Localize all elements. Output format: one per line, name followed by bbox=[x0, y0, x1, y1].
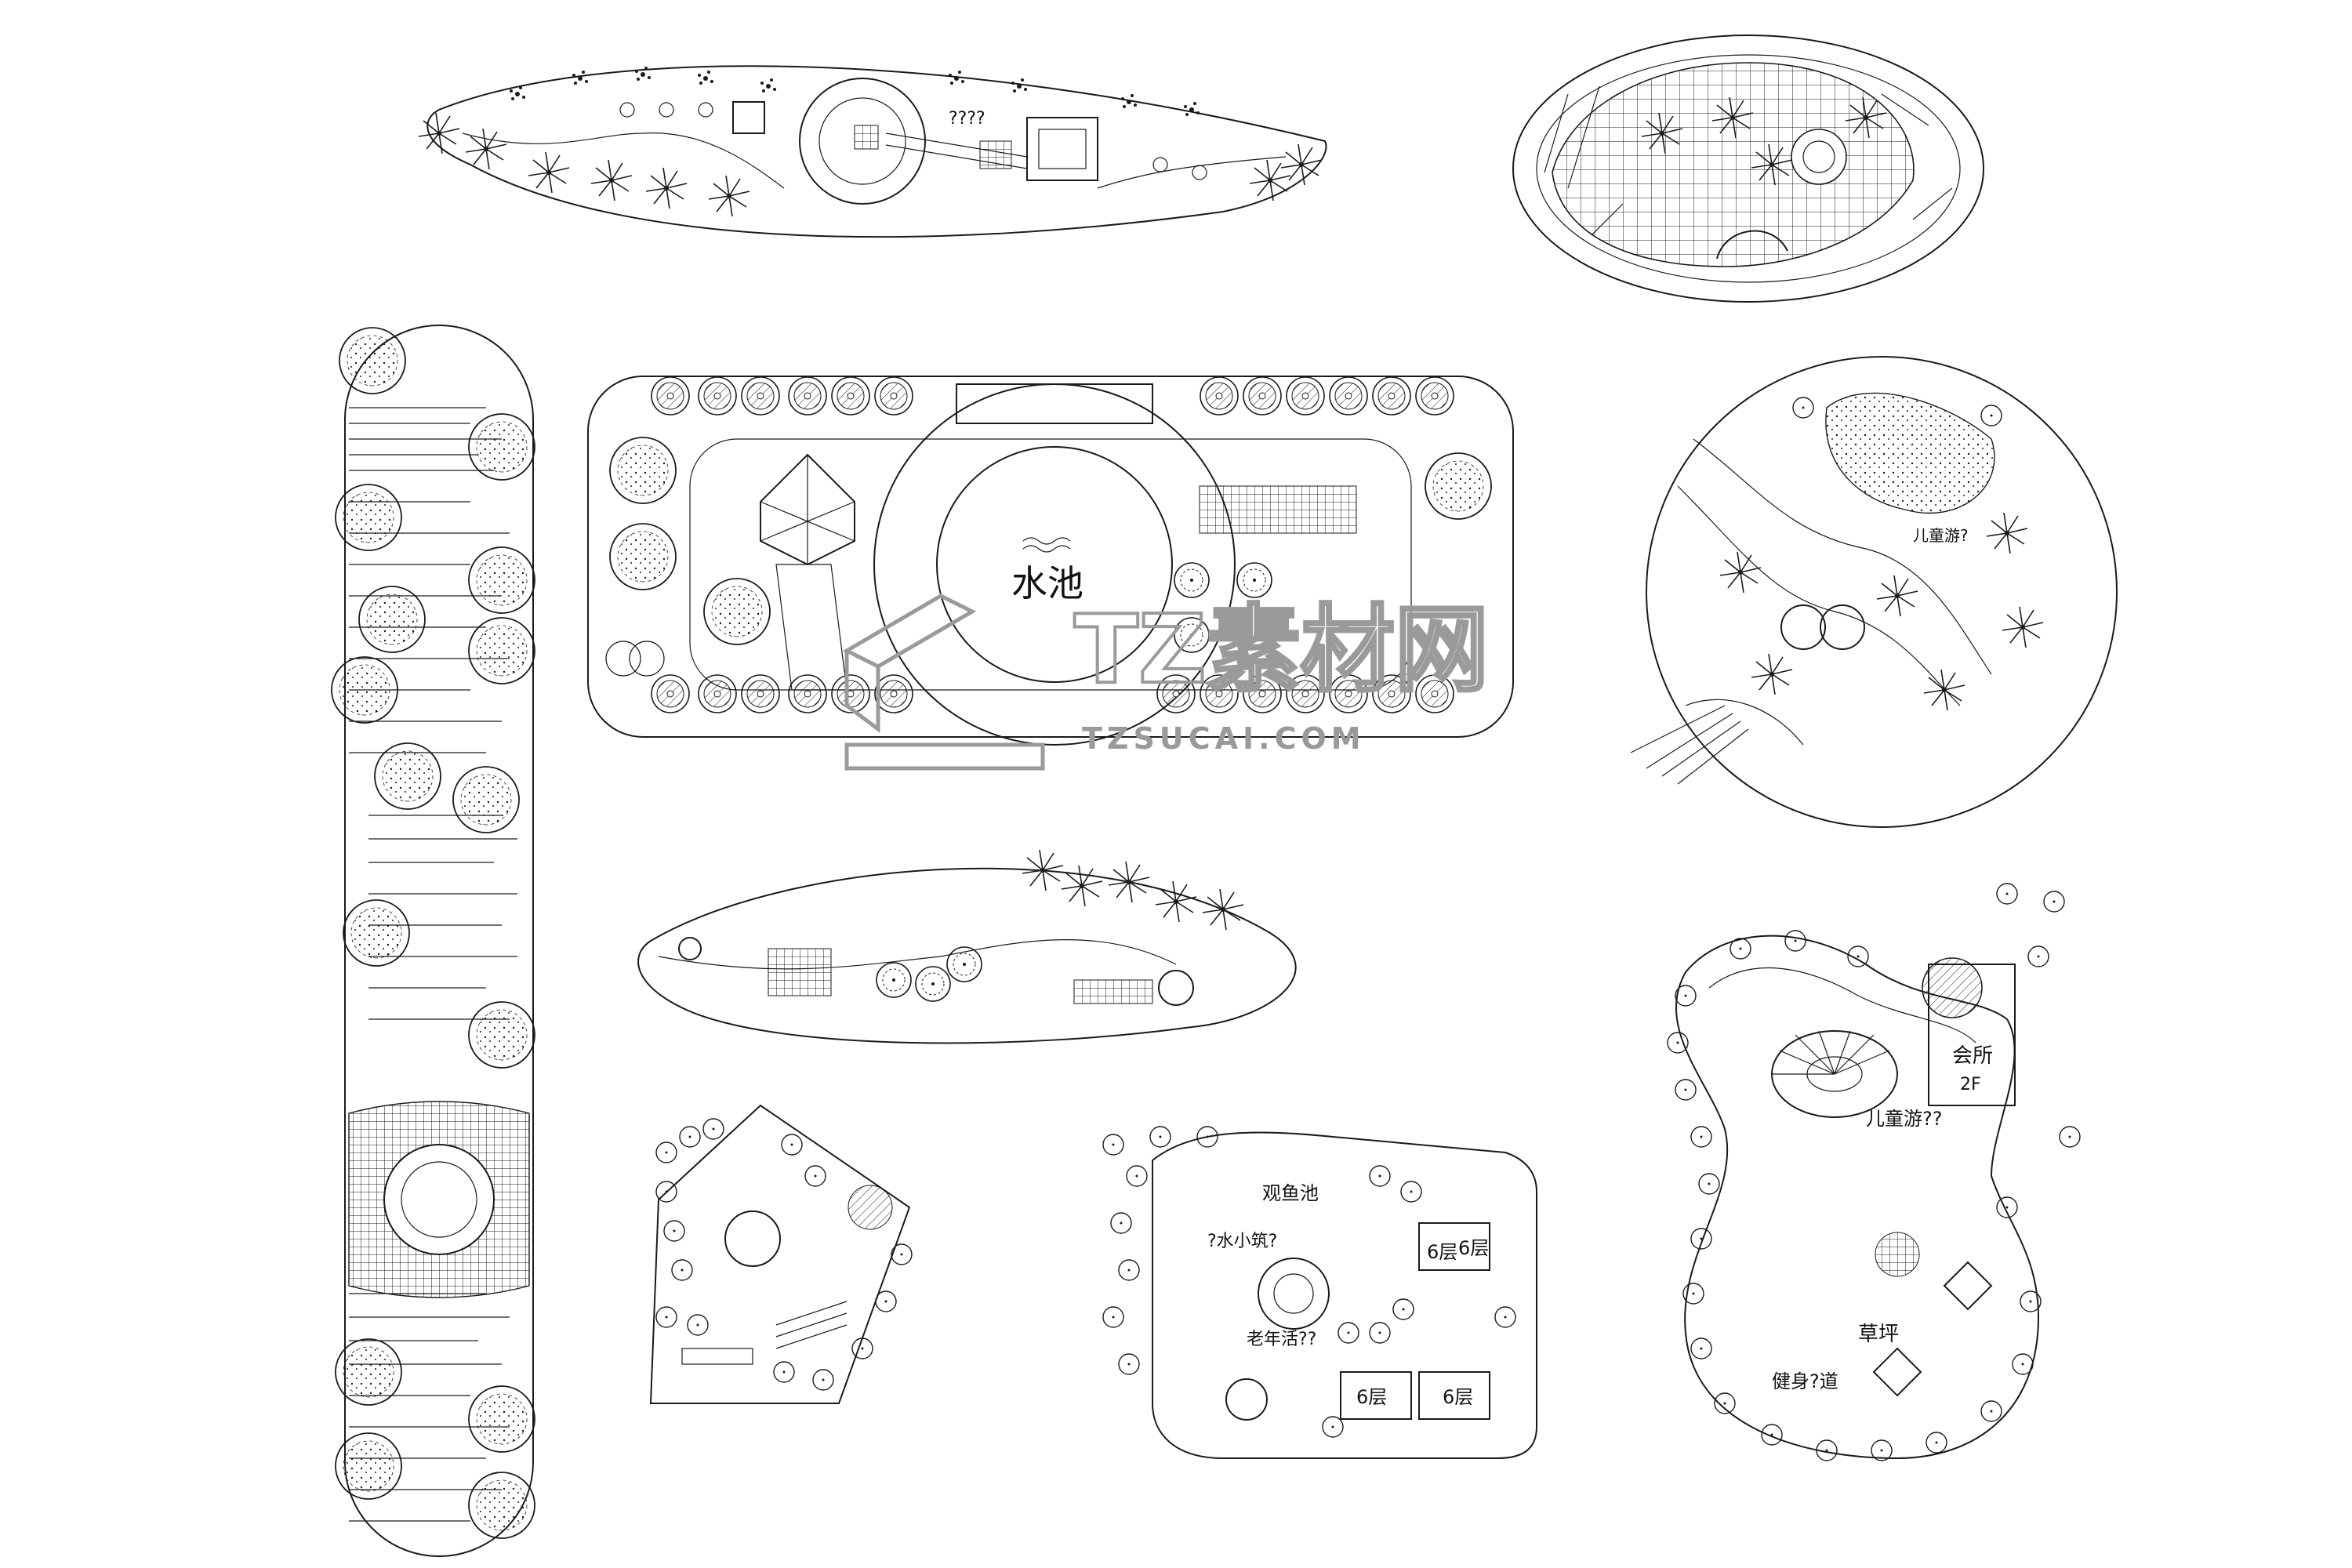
water-note-label: ?水小筑? bbox=[1207, 1232, 1277, 1251]
tree-row-top bbox=[651, 376, 1454, 416]
plan-vertical-strip bbox=[331, 325, 535, 1557]
pergola-frame bbox=[1544, 85, 1953, 236]
fish-pond-label: 观鱼池 bbox=[1262, 1182, 1319, 1204]
floors-label-c: 6层 bbox=[1356, 1386, 1387, 1408]
children-play-label: 儿童游?? bbox=[1866, 1108, 1942, 1130]
plan-central-pool-garden: 水池 bbox=[587, 376, 1514, 746]
clubhouse-label: 会所 bbox=[1952, 1044, 1993, 1068]
watermark-text: TZ素材网 bbox=[1074, 596, 1489, 705]
plan-top-leaf-garden: ???? bbox=[418, 65, 1327, 238]
floors-label-d: 6层 bbox=[1443, 1386, 1473, 1408]
plan-middle-leaf-garden bbox=[637, 849, 1297, 1044]
watermark: TZ素材网 TZSUCAI.COM bbox=[842, 593, 1490, 771]
plan-right-circular-garden: 儿童游? bbox=[1630, 356, 2118, 828]
children-area-note: 儿童游? bbox=[1913, 526, 1969, 545]
plan-bottom-left-garden bbox=[649, 1104, 913, 1404]
watermark-url: TZSUCAI.COM bbox=[1082, 721, 1366, 756]
plan-bottom-right-clubhouse-park: 会所 2F 儿童游?? 草坪 健身?道 bbox=[1667, 883, 2081, 1461]
fitness-path-label: 健身?道 bbox=[1772, 1370, 1838, 1392]
lawn-label: 草坪 bbox=[1858, 1323, 1899, 1346]
elderly-area-label: 老年活?? bbox=[1247, 1330, 1316, 1349]
pool-label: 水池 bbox=[1011, 562, 1083, 604]
plan-top-right-oval bbox=[1512, 34, 1984, 303]
floors-label-a: 6层 bbox=[1458, 1237, 1489, 1259]
floors-label-b: 6层 bbox=[1427, 1241, 1457, 1263]
upper-leaf-note: ???? bbox=[949, 109, 985, 129]
plan-bottom-residential-garden: 观鱼池 ?水小筑? 老年活?? 6层 6层 6层 6层 bbox=[1102, 1126, 1537, 1459]
clubhouse-floors-label: 2F bbox=[1960, 1075, 1981, 1094]
